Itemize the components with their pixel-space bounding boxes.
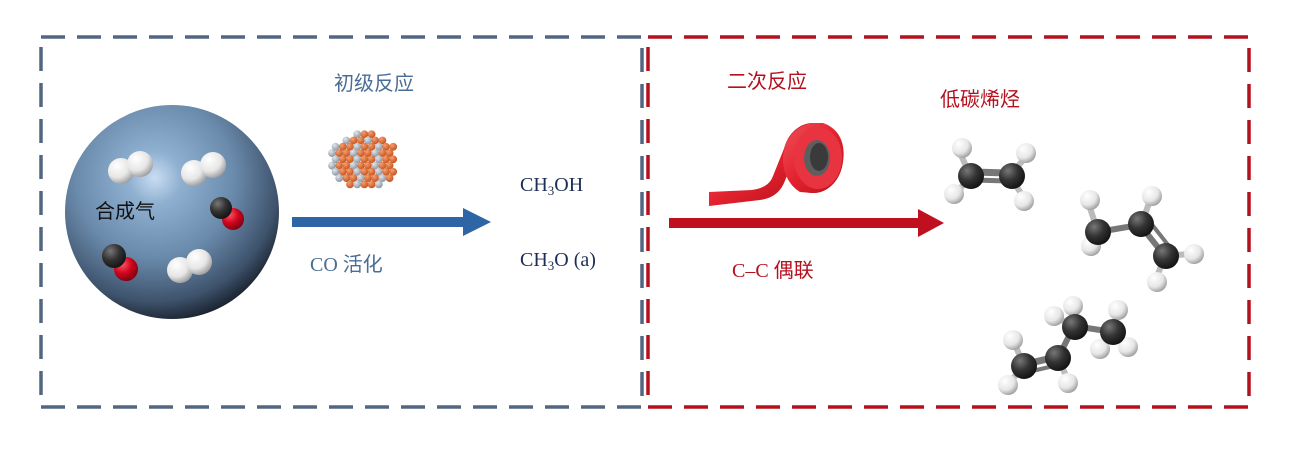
cluster-atom-orange — [346, 142, 354, 151]
cluster-atom-grey — [342, 136, 351, 145]
secondary-reaction-box — [646, 35, 1251, 409]
cluster-atom-grey — [328, 161, 336, 170]
cluster-atom-orange — [367, 155, 376, 164]
cluster-atom-orange — [382, 167, 390, 176]
cluster-atom-orange — [356, 136, 365, 145]
cluster-atom-grey — [364, 136, 372, 145]
cluster-atom-grey — [371, 149, 380, 158]
formula-subscript: 3 — [547, 183, 555, 198]
cluster-atom-orange — [367, 142, 376, 151]
cluster-atom-grey — [331, 155, 340, 164]
cluster-atom-grey — [353, 130, 362, 139]
cluster-atom-grey — [328, 149, 336, 158]
cluster-atom-orange — [342, 149, 351, 158]
cluster-atom-grey — [353, 167, 362, 176]
cluster-atom-grey — [374, 142, 383, 151]
cluster-atom-orange — [389, 142, 398, 151]
cluster-atom-orange — [338, 155, 347, 164]
cluster-atom-orange — [349, 174, 358, 183]
h2-molecule — [181, 152, 226, 186]
co-molecule — [210, 197, 244, 230]
cc-coupling-label: C–C 偶联 — [732, 260, 814, 282]
cluster-atom-orange — [371, 174, 380, 183]
h2-molecule — [108, 151, 153, 184]
cluster-atom-grey — [331, 167, 340, 176]
formula-rest: OH — [554, 174, 584, 196]
cluster-atom-orange — [349, 136, 358, 145]
co-molecule — [102, 244, 138, 281]
butene-molecule — [998, 296, 1138, 395]
cluster-atom-grey — [353, 155, 362, 164]
co-activation-label: CO 活化 — [310, 254, 383, 276]
product-ch3oh: CH3OH — [520, 174, 584, 198]
cluster-atom-grey — [374, 155, 383, 164]
co-activation-arrow — [292, 208, 491, 236]
cluster-atom-orange — [385, 161, 394, 170]
cluster-atom-orange — [346, 155, 354, 164]
cluster-atom-grey — [353, 180, 362, 189]
cluster-atom-orange — [367, 130, 376, 139]
cluster-atom-orange — [338, 142, 347, 151]
light-olefins-title: 低碳烯烃 — [940, 89, 1020, 111]
cluster-atom-orange — [346, 180, 354, 189]
formula-main: CH — [520, 174, 548, 196]
cluster-atom-orange — [342, 174, 351, 183]
cluster-atom-orange — [389, 155, 398, 164]
cluster-atom-orange — [378, 161, 387, 170]
cluster-atom-orange — [360, 130, 369, 139]
cluster-atom-grey — [374, 180, 383, 189]
cluster-atom-grey — [353, 142, 362, 151]
cluster-atom-orange — [356, 161, 365, 170]
cluster-atom-grey — [356, 174, 365, 183]
cluster-atom-orange — [371, 136, 380, 145]
cluster-atom-orange — [360, 155, 369, 164]
ethylene-molecule — [944, 138, 1036, 211]
cluster-atom-orange — [382, 142, 390, 151]
cluster-atom-orange — [342, 161, 351, 170]
cluster-atom-orange — [335, 149, 344, 158]
cluster-atom-orange — [364, 161, 372, 170]
product-ch3o-adsorbed: CH3O (a) — [520, 249, 596, 273]
cluster-atom-orange — [385, 149, 394, 158]
cc-coupling-arrow — [669, 209, 944, 237]
cluster-atom-orange — [356, 149, 365, 158]
primary-reaction-box — [39, 35, 644, 409]
propylene-molecule — [1080, 186, 1204, 292]
cluster-atom-grey — [371, 161, 380, 170]
cluster-atom-orange — [367, 167, 376, 176]
cluster-atom-grey — [349, 161, 358, 170]
primary-reaction-title: 初级反应 — [334, 73, 414, 95]
cluster-atom-orange — [338, 167, 347, 176]
cluster-atom-orange — [364, 149, 372, 158]
cluster-atom-grey — [331, 142, 340, 151]
h2-molecule — [167, 249, 212, 283]
cluster-atom-orange — [346, 167, 354, 176]
tape-roll-icon — [709, 123, 844, 206]
cluster-atom-orange — [389, 167, 398, 176]
cluster-atom-grey — [349, 149, 358, 158]
cluster-atom-orange — [360, 167, 369, 176]
cluster-atom-orange — [360, 180, 369, 189]
secondary-reaction-title: 二次反应 — [727, 71, 807, 93]
cluster-atom-grey — [374, 167, 383, 176]
formula-main: CH — [520, 249, 548, 271]
cluster-atom-orange — [378, 136, 387, 145]
cluster-atom-orange — [378, 149, 387, 158]
cluster-atom-orange — [367, 180, 376, 189]
cluster-atom-orange — [364, 174, 372, 183]
cluster-atom-grey — [378, 174, 387, 183]
formula-subscript: 3 — [547, 258, 555, 273]
cluster-atom-orange — [335, 161, 344, 170]
formula-rest: O (a) — [554, 249, 596, 271]
cluster-atom-grey — [335, 174, 344, 183]
nanocluster-icon — [328, 130, 398, 189]
syngas-label: 合成气 — [95, 201, 155, 223]
cluster-atom-orange — [382, 155, 390, 164]
cluster-atom-orange — [385, 174, 394, 183]
cluster-atom-orange — [360, 142, 369, 151]
